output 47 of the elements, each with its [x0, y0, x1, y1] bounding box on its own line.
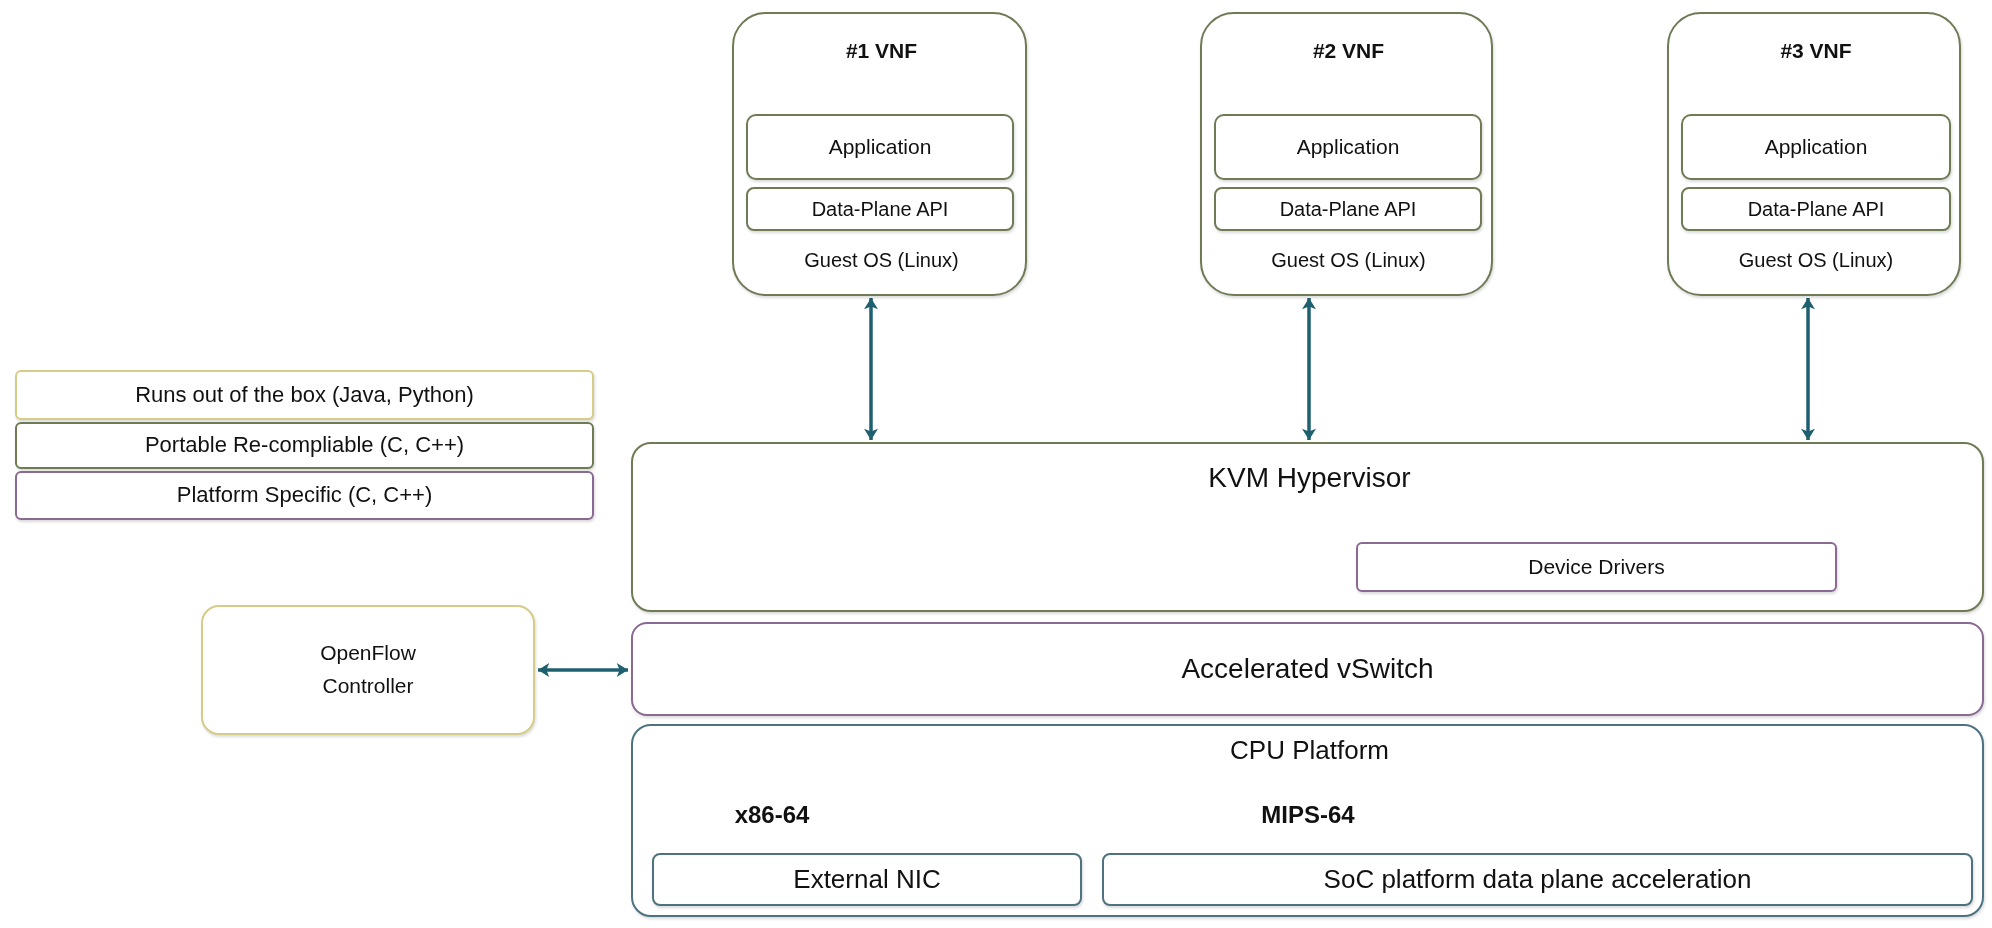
box-label: Runs out of the box (Java, Python) [135, 380, 474, 409]
process-box [1681, 187, 1951, 231]
layer-title: KVM Hypervisor [1207, 461, 1412, 495]
box-label: Data-Plane API [1279, 196, 1417, 222]
arrow [1302, 298, 1316, 440]
box-label: Data-Plane API [1747, 196, 1885, 222]
hypervisor-layer [631, 442, 1984, 612]
box-label: OpenFlow Controller [319, 640, 417, 699]
vnf-title: #1 VNF [844, 38, 919, 64]
vnf-title: #2 VNF [1311, 38, 1386, 64]
box-label: Portable Re-compliable (C, C++) [144, 431, 465, 460]
process-box [746, 114, 1014, 180]
arrow [538, 663, 628, 677]
vnf-box [1200, 12, 1493, 296]
vnf-box [732, 12, 1027, 296]
process-box [1214, 187, 1482, 231]
box-label: SoC platform data plane acceleration [1323, 863, 1752, 897]
box-label: Data-Plane API [811, 196, 949, 222]
layer-title: CPU Platform [1229, 734, 1390, 767]
box-label: External NIC [793, 863, 941, 897]
category-box [15, 471, 594, 520]
box-label: Application [828, 133, 932, 160]
arrow [1801, 298, 1815, 440]
box-label: Device Drivers [1528, 553, 1665, 580]
platform-layer [631, 724, 1984, 917]
vswitch-layer [631, 622, 1984, 716]
os-label: Guest OS (Linux) [1270, 248, 1427, 273]
process-box [746, 187, 1014, 231]
architecture-label: MIPS-64 [1260, 800, 1356, 830]
box-label: Platform Specific (C, C++) [176, 481, 433, 510]
arrow [864, 298, 878, 440]
nic-box [652, 853, 1082, 906]
box-label: Accelerated vSwitch [1181, 652, 1434, 687]
box-label: Application [1764, 133, 1868, 160]
box-label: Application [1296, 133, 1400, 160]
controller-box [201, 605, 535, 735]
category-box [15, 422, 594, 469]
os-label: Guest OS (Linux) [1737, 248, 1895, 273]
os-label: Guest OS (Linux) [803, 248, 960, 273]
architecture-label: x86-64 [733, 800, 811, 830]
process-box [1214, 114, 1482, 180]
vnf-box [1667, 12, 1961, 296]
process-box [1681, 114, 1951, 180]
category-box [15, 370, 594, 420]
acceleration-box [1102, 853, 1973, 906]
vnf-title: #3 VNF [1779, 38, 1853, 64]
driver-box [1356, 542, 1837, 592]
